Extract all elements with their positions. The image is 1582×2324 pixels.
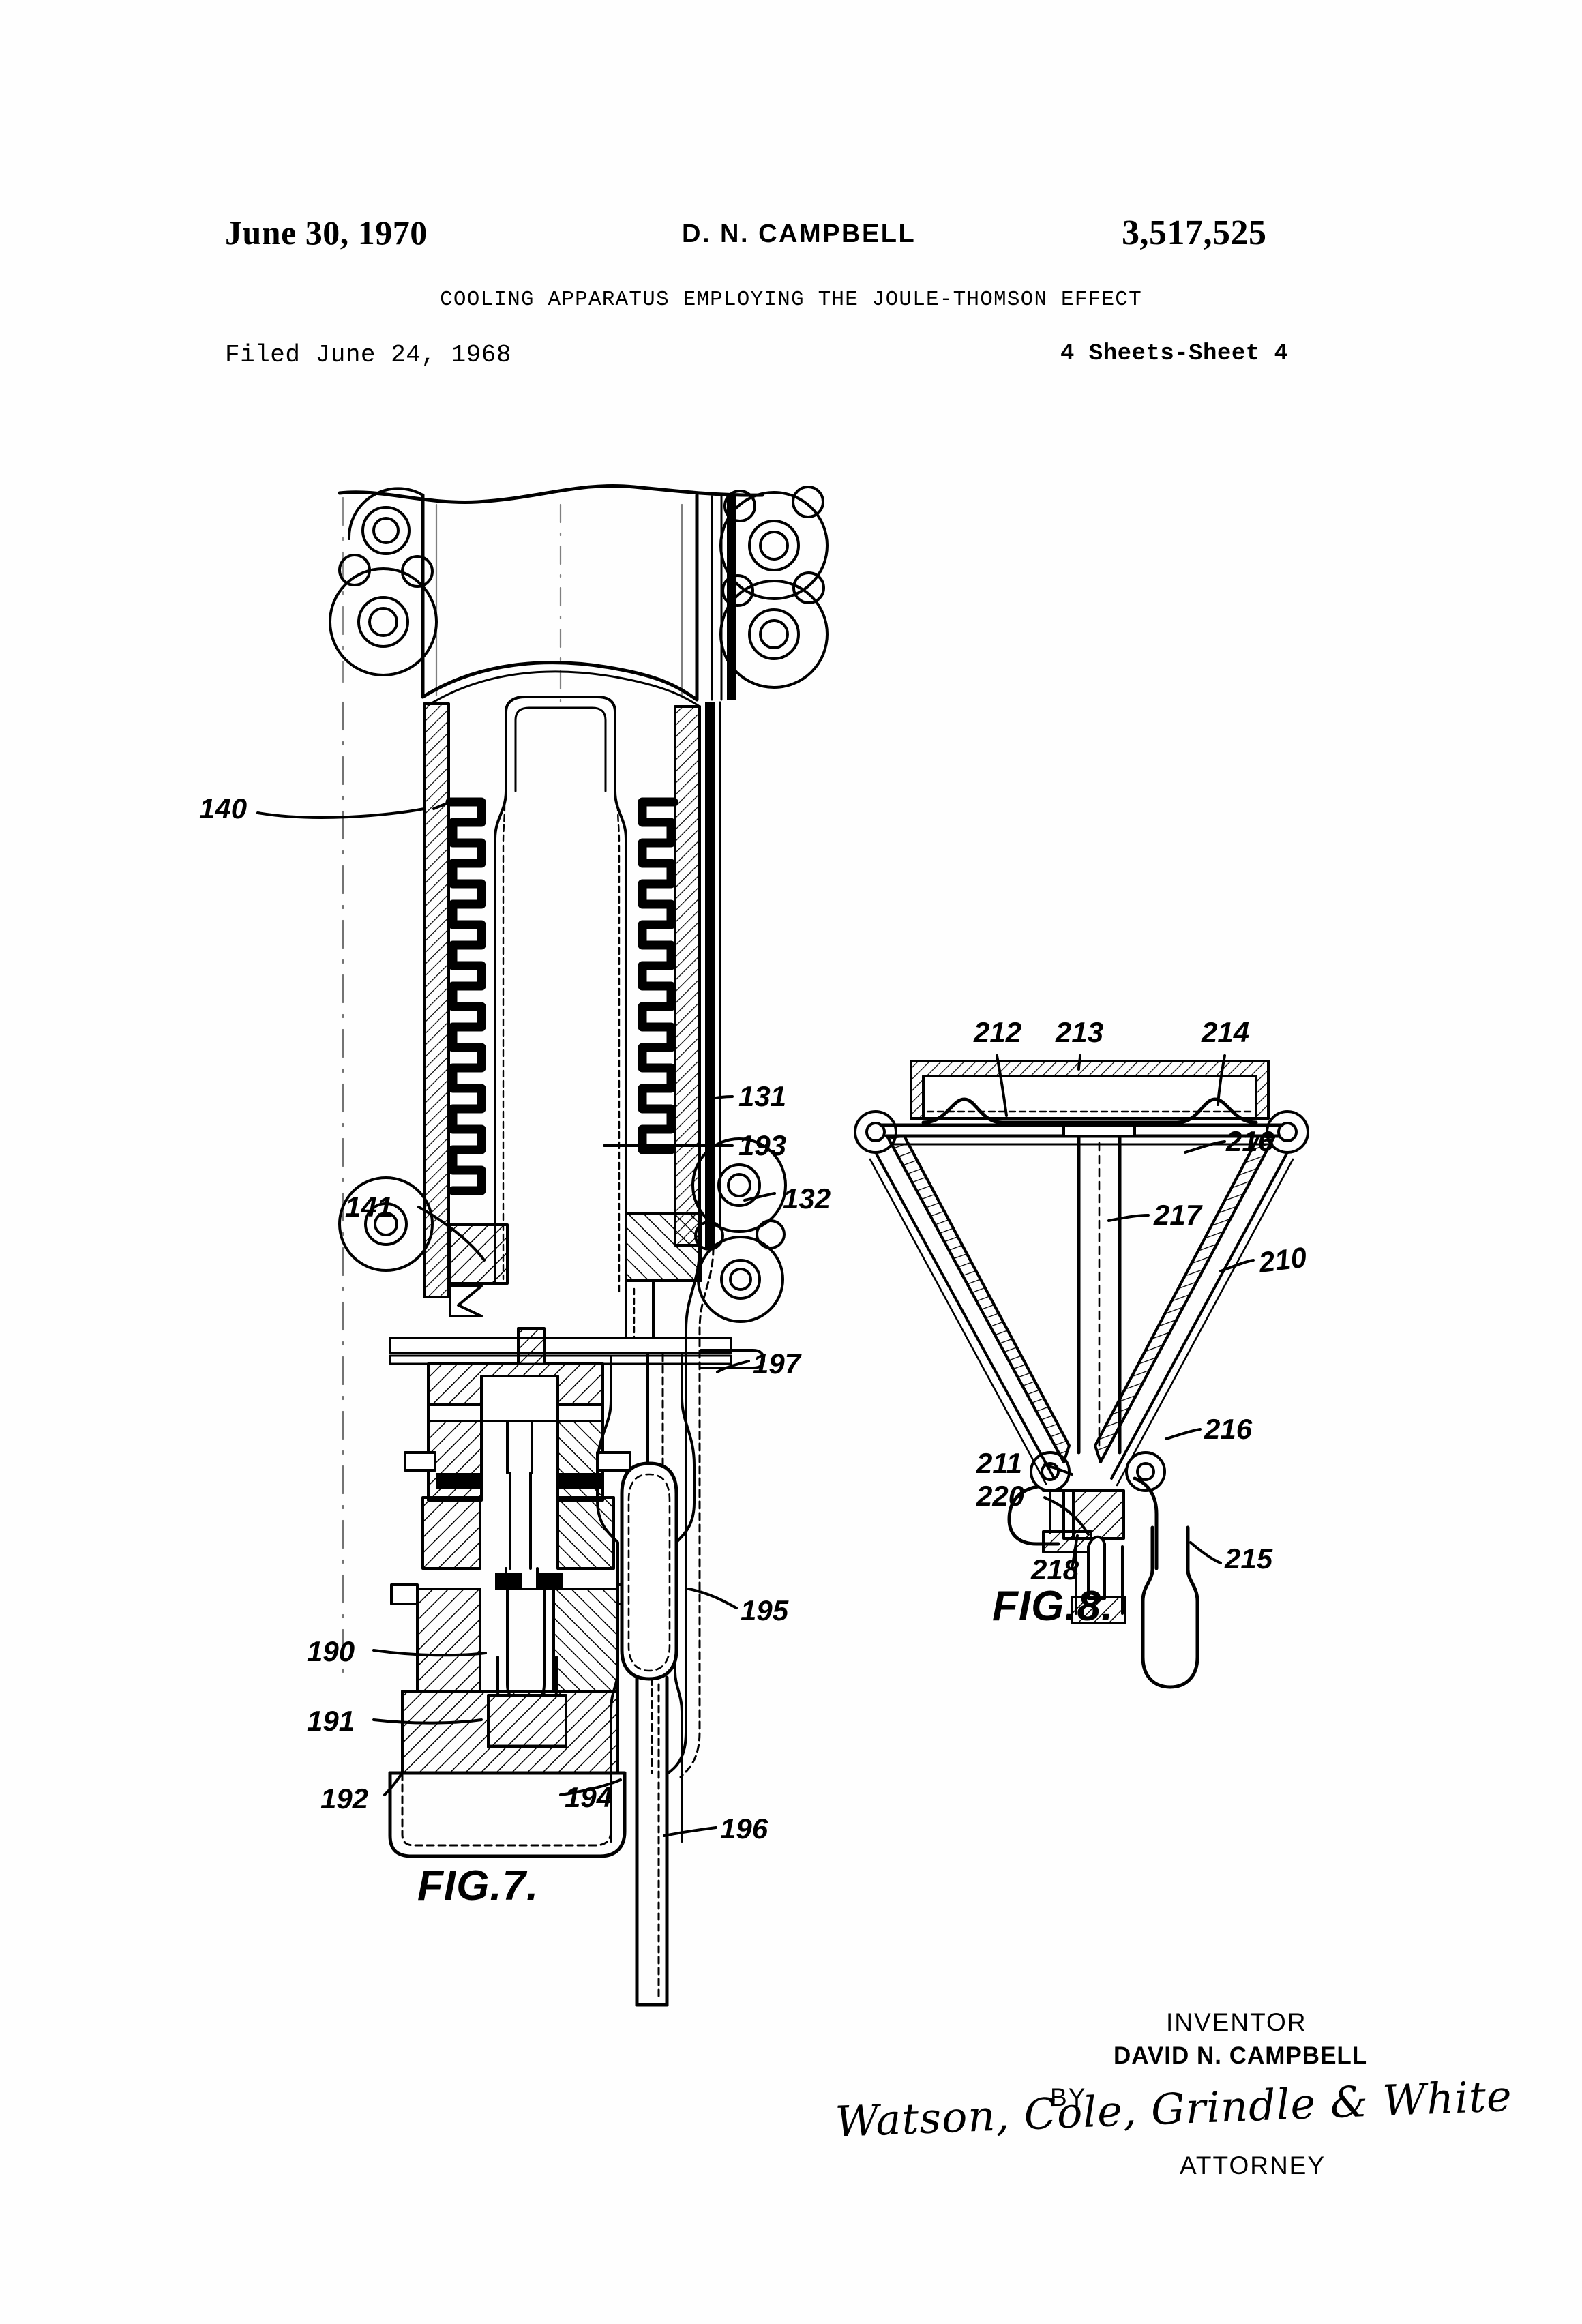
ref-140: 140 [199, 792, 247, 824]
by-label: BY [1050, 2083, 1087, 2111]
heat-exchanger-coil-left [445, 797, 486, 1195]
roller-cluster-upper-left [329, 487, 438, 676]
ref-210: 210 [1256, 1241, 1308, 1279]
roller-cluster-upper-right [719, 486, 829, 689]
ref-141: 141 [345, 1191, 393, 1223]
ref-214: 214 [1201, 1016, 1249, 1048]
ref-211: 211 [976, 1447, 1022, 1479]
rim-rollers-top [854, 1110, 1309, 1154]
ref-218: 218 [1030, 1553, 1079, 1585]
ref-213: 213 [1055, 1016, 1103, 1048]
figure-8-caption: FIG.8. [992, 1583, 1114, 1630]
ref-216-upper: 216 [1225, 1125, 1274, 1157]
ref-132: 132 [783, 1182, 831, 1215]
figure-8-leaders [996, 1054, 1255, 1570]
ref-193: 193 [738, 1129, 786, 1161]
rim-rollers-bottom [1030, 1451, 1166, 1492]
inventor-name: D. N. CAMPBELL [682, 220, 916, 248]
ref-131: 131 [738, 1080, 786, 1112]
header-row: June 30, 1970 D. N. CAMPBELL 3,517,525 [0, 213, 1582, 260]
ref-217: 217 [1153, 1199, 1203, 1231]
inventor-full-name: DAVID N. CAMPBELL [1114, 2042, 1368, 2069]
ref-197: 197 [753, 1347, 802, 1380]
ref-194: 194 [565, 1781, 612, 1813]
ref-192: 192 [320, 1783, 368, 1815]
figure-7-caption: FIG.7. [417, 1862, 539, 1909]
outlet-tube-assembly [596, 1353, 696, 2007]
sheet-counter: 4 Sheets-Sheet 4 [1060, 341, 1289, 367]
figure-7-leaders [256, 807, 776, 1837]
filing-date: Filed June 24, 1968 [225, 341, 511, 369]
attorney-signature: Watson, Cole, Grindle & White [834, 2070, 1513, 2147]
publication-date: June 30, 1970 [225, 213, 428, 252]
roller-cluster-mid-right [691, 1137, 787, 1323]
ref-196: 196 [720, 1813, 768, 1845]
ref-215: 215 [1224, 1543, 1273, 1575]
heat-exchanger-coil-right [638, 797, 678, 1154]
valve-assembly [388, 1327, 732, 1858]
ref-220: 220 [976, 1480, 1024, 1512]
ref-191: 191 [307, 1705, 355, 1737]
ref-195: 195 [741, 1594, 789, 1626]
roller-cluster-mid-left [338, 1176, 434, 1272]
attorney-label: ATTORNEY [1180, 2151, 1326, 2179]
patent-title: COOLING APPARATUS EMPLOYING THE JOULE-TH… [440, 288, 1142, 312]
ref-190: 190 [307, 1635, 355, 1667]
patent-number: 3,517,525 [1122, 213, 1267, 252]
figure-7-drawing: 140 131 193 132 141 197 195 190 191 192 … [199, 483, 831, 2007]
ref-212: 212 [973, 1016, 1021, 1048]
inventor-label: INVENTOR [1166, 2008, 1307, 2036]
ref-216-lower: 216 [1204, 1413, 1253, 1445]
